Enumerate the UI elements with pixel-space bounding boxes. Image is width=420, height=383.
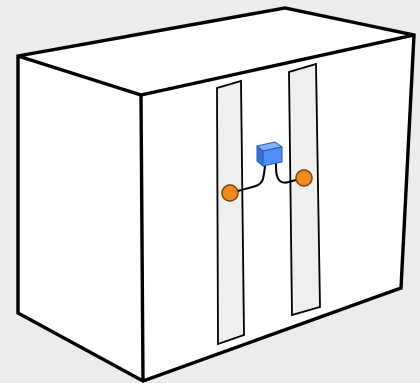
- cables-group: [237, 163, 305, 192]
- left-rail: [216, 79, 245, 346]
- rails-group: [216, 62, 321, 346]
- left-cable: [237, 163, 266, 192]
- left-orange-circle-connector-icon: [221, 184, 239, 202]
- cabinet-front-edge: [139, 94, 145, 382]
- right-rail: [288, 62, 321, 317]
- blue-cube-device-icon: [262, 146, 283, 167]
- center-device: [255, 141, 284, 168]
- right-cable: [275, 163, 305, 184]
- right-orange-circle-connector-icon: [295, 169, 313, 187]
- connectors-group: [221, 169, 313, 202]
